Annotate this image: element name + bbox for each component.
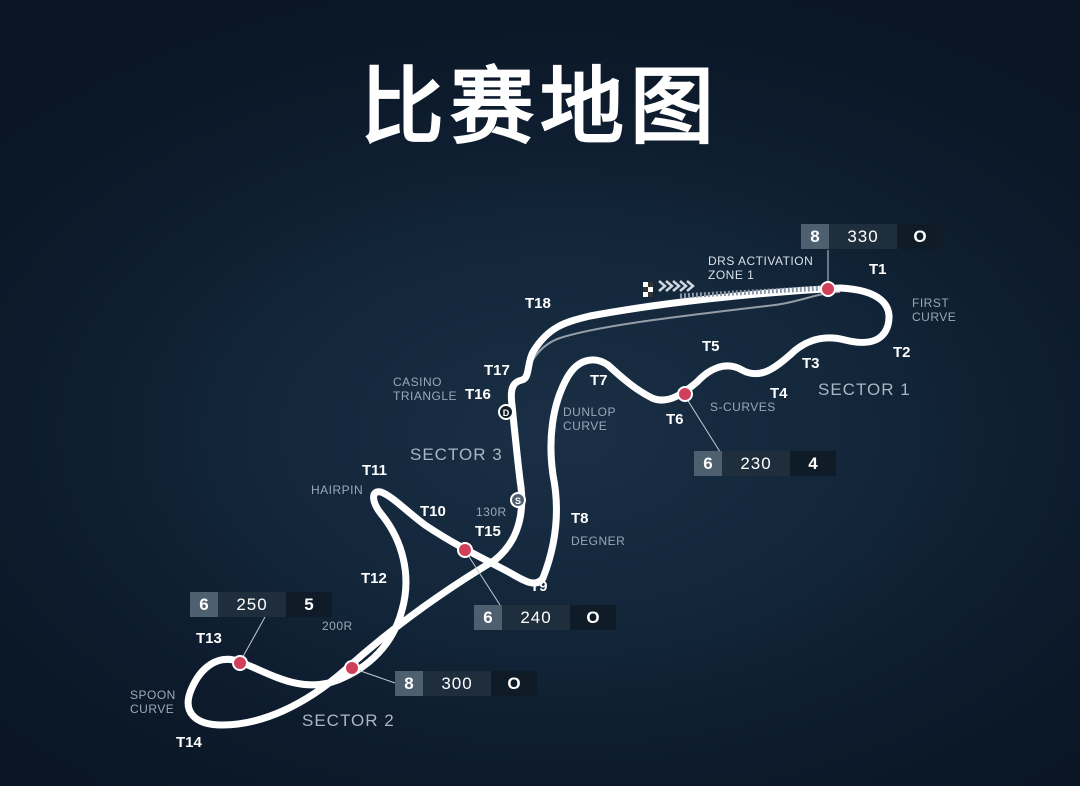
drs-zone-label: DRS ACTIVATION ZONE 1 [708, 254, 814, 283]
turn-label: T10 [420, 503, 446, 520]
extra-value: 4 [790, 451, 836, 476]
apex-marker [344, 660, 360, 676]
turn-label: T7 [590, 372, 608, 389]
turn-label: T17 [484, 362, 510, 379]
turn-label: T9 [530, 578, 548, 595]
casino-triangle-label: CASINO TRIANGLE [393, 375, 458, 404]
gear-value: 8 [395, 671, 423, 696]
drs-zone-label-line2: ZONE 1 [708, 267, 755, 282]
sector-3-label: SECTOR 3 [410, 445, 503, 464]
leader-line [684, 395, 723, 456]
gear-value: 6 [190, 592, 218, 617]
turn-label: T11 [362, 462, 388, 479]
apex-marker [677, 386, 693, 402]
speed-box: 6 240 O [474, 605, 616, 630]
speed-box: 6 230 4 [694, 451, 836, 476]
leader-line [239, 616, 266, 663]
speed-box: 8 330 O [801, 224, 943, 249]
speed-box: 8 300 O [395, 671, 537, 696]
s-curves-label: S-CURVES [710, 400, 776, 414]
start-flag-icon [643, 282, 653, 297]
track-path [184, 284, 893, 729]
sector-2-label: SECTOR 2 [302, 711, 395, 730]
spoon-curve-label-line2: CURVE [130, 701, 175, 716]
direction-arrows-icon [658, 280, 695, 292]
turn-label: T5 [702, 338, 720, 355]
casino-triangle-label-line1: CASINO [393, 375, 443, 389]
turn-label: T15 [475, 523, 501, 540]
page-title: 比赛地图 [359, 58, 720, 156]
turn-label: T18 [525, 295, 551, 312]
speed-value: 230 [722, 451, 790, 476]
turn-label: T3 [802, 355, 820, 372]
first-curve-label: FIRST CURVE [912, 296, 957, 325]
detection-point-marker: D [498, 404, 514, 420]
dunlop-curve-label: DUNLOP CURVE [563, 405, 617, 434]
turn-label: T1 [869, 261, 887, 278]
dunlop-curve-label-line1: DUNLOP [563, 405, 617, 419]
gear-value: 6 [474, 605, 502, 630]
speed-value: 250 [218, 592, 286, 617]
speed-value: 240 [502, 605, 570, 630]
apex-marker [232, 655, 248, 671]
first-curve-label-line1: FIRST [912, 296, 950, 310]
200r-label: 200R [322, 619, 353, 633]
turn-label: T8 [571, 510, 589, 527]
first-curve-label-line2: CURVE [912, 309, 957, 324]
speed-trap-marker: S [510, 492, 526, 508]
marker-s-label: S [515, 496, 521, 506]
degner-label: DEGNER [571, 534, 626, 548]
apex-marker [457, 542, 473, 558]
extra-value: 5 [286, 592, 332, 617]
pit-lane [524, 291, 841, 383]
extra-value: O [897, 224, 943, 249]
speed-box: 6 250 5 [190, 592, 332, 617]
extra-value: O [491, 671, 537, 696]
gear-value: 8 [801, 224, 829, 249]
turn-label: T13 [196, 630, 222, 647]
speed-value: 300 [423, 671, 491, 696]
sector-1-label: SECTOR 1 [818, 380, 911, 399]
extra-value: O [570, 605, 616, 630]
130r-label: 130R [476, 505, 507, 519]
casino-triangle-label-line2: TRIANGLE [393, 388, 458, 403]
drs-zone-label-line1: DRS ACTIVATION [708, 254, 814, 268]
hairpin-label: HAIRPIN [311, 483, 364, 497]
turn-label: T16 [465, 386, 491, 403]
apex-marker [820, 281, 836, 297]
marker-d-label: D [503, 408, 510, 418]
drs-zone [679, 285, 826, 299]
speed-value: 330 [829, 224, 897, 249]
spoon-curve-label-line1: SPOON [130, 688, 176, 702]
leader-line [465, 551, 501, 606]
turn-label: T2 [893, 344, 911, 361]
dunlop-curve-label-line2: CURVE [563, 418, 608, 433]
spoon-curve-label: SPOON CURVE [130, 688, 176, 717]
turn-label: T6 [666, 411, 684, 428]
turn-label: T14 [176, 734, 202, 751]
turn-label: T12 [361, 570, 387, 587]
turn-label: T4 [770, 385, 788, 402]
gear-value: 6 [694, 451, 722, 476]
